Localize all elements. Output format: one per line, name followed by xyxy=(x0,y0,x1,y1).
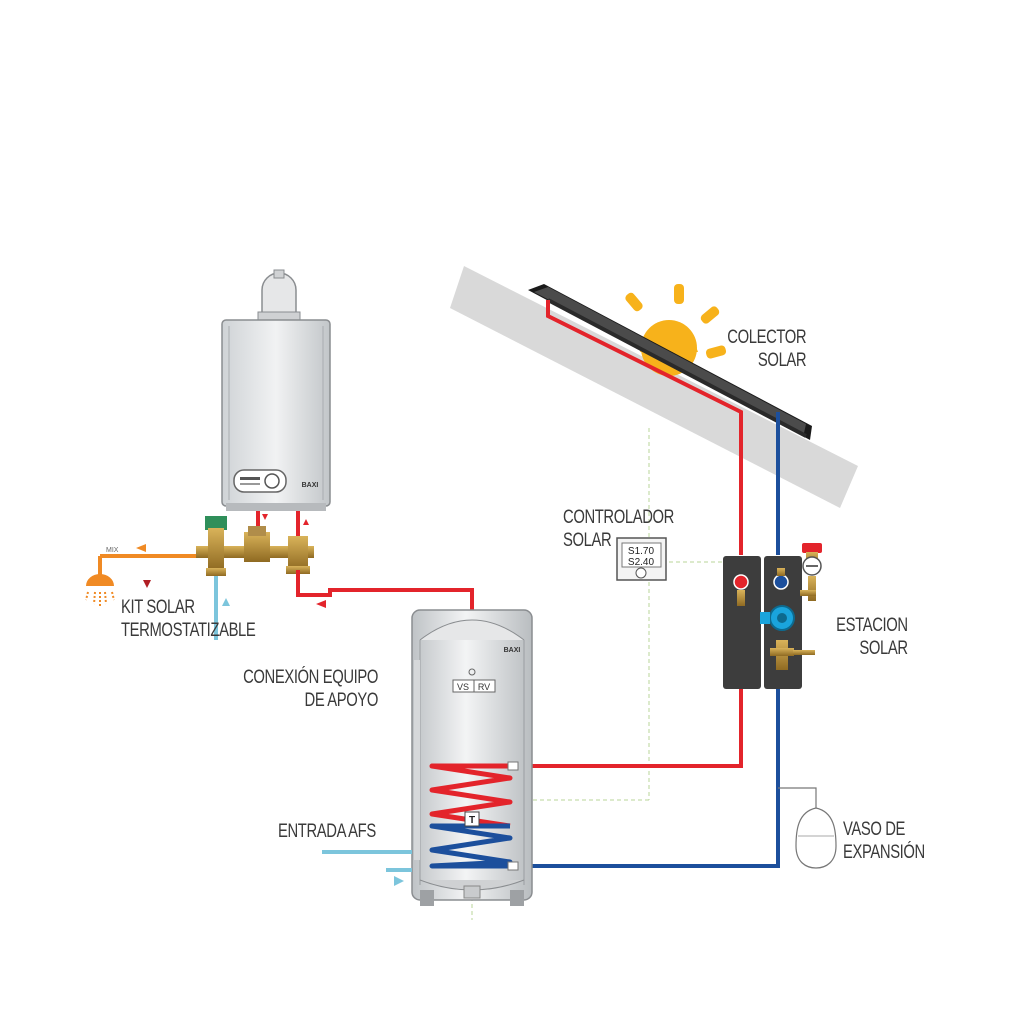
controller-knob xyxy=(635,567,647,579)
label-station-line1: ESTACION xyxy=(836,615,908,636)
tank-coil-upper xyxy=(429,763,513,829)
tank-coil-lower xyxy=(429,823,513,869)
collector-hot-pipe xyxy=(546,300,743,555)
thermometer-icon xyxy=(733,574,749,590)
shower-mix-tag: MIX xyxy=(106,547,119,554)
label-station-line2: SOLAR xyxy=(859,638,909,659)
label-cold-inlet: ENTRADA AFS xyxy=(278,820,376,843)
solar-controller: S1.70 S2.40 xyxy=(616,537,667,581)
roof xyxy=(450,266,858,508)
tank-sensor-label: T xyxy=(469,815,475,826)
label-kit-line2: TERMOSTATIZABLE xyxy=(121,620,256,641)
tank-port-rv: RV xyxy=(478,682,490,692)
thermometer-icon xyxy=(773,574,789,590)
label-expansion-line1: VASO DE xyxy=(843,819,906,840)
tank-cold-flow-pipe xyxy=(512,689,780,868)
label-expansion: VASO DE EXPANSIÓN xyxy=(843,818,925,864)
label-controller: CONTROLADOR SOLAR xyxy=(563,506,674,552)
shower-icon xyxy=(85,574,115,606)
backup-connection-pipe xyxy=(296,570,474,612)
label-collector-line2: SOLAR xyxy=(757,350,807,371)
controller-display-line2: S2.40 xyxy=(628,557,655,568)
label-cold-inlet-text: ENTRADA AFS xyxy=(278,821,376,842)
label-expansion-line2: EXPANSIÓN xyxy=(843,842,925,863)
controller-display-line1: S1.70 xyxy=(628,546,655,557)
label-kit-line1: KIT SOLAR xyxy=(121,597,195,618)
label-controller-line1: CONTROLADOR xyxy=(563,507,674,528)
tank-brand: BAXI xyxy=(504,647,521,654)
label-controller-line2: SOLAR xyxy=(563,530,612,551)
label-backup-line2: DE APOYO xyxy=(304,690,379,711)
tank-sensor xyxy=(464,811,480,827)
expansion-vessel xyxy=(778,787,837,869)
thermostatic-kit xyxy=(196,516,314,576)
label-station: ESTACION SOLAR xyxy=(836,614,908,660)
label-kit: KIT SOLAR TERMOSTATIZABLE xyxy=(121,596,256,642)
tank-hot-return-pipe xyxy=(526,689,743,768)
label-collector-line1: COLECTOR xyxy=(727,327,806,348)
solar-station xyxy=(723,543,822,689)
label-backup: CONEXIÓN EQUIPO DE APOYO xyxy=(243,666,378,712)
label-backup-line1: CONEXIÓN EQUIPO xyxy=(243,667,378,688)
boiler-brand: BAXI xyxy=(302,482,319,489)
mix-arrow-down xyxy=(143,580,151,588)
boiler: BAXI xyxy=(221,269,331,511)
label-collector: COLECTOR SOLAR xyxy=(727,326,806,372)
tank-port-vs: VS xyxy=(457,682,469,692)
solar-collector xyxy=(528,284,812,440)
